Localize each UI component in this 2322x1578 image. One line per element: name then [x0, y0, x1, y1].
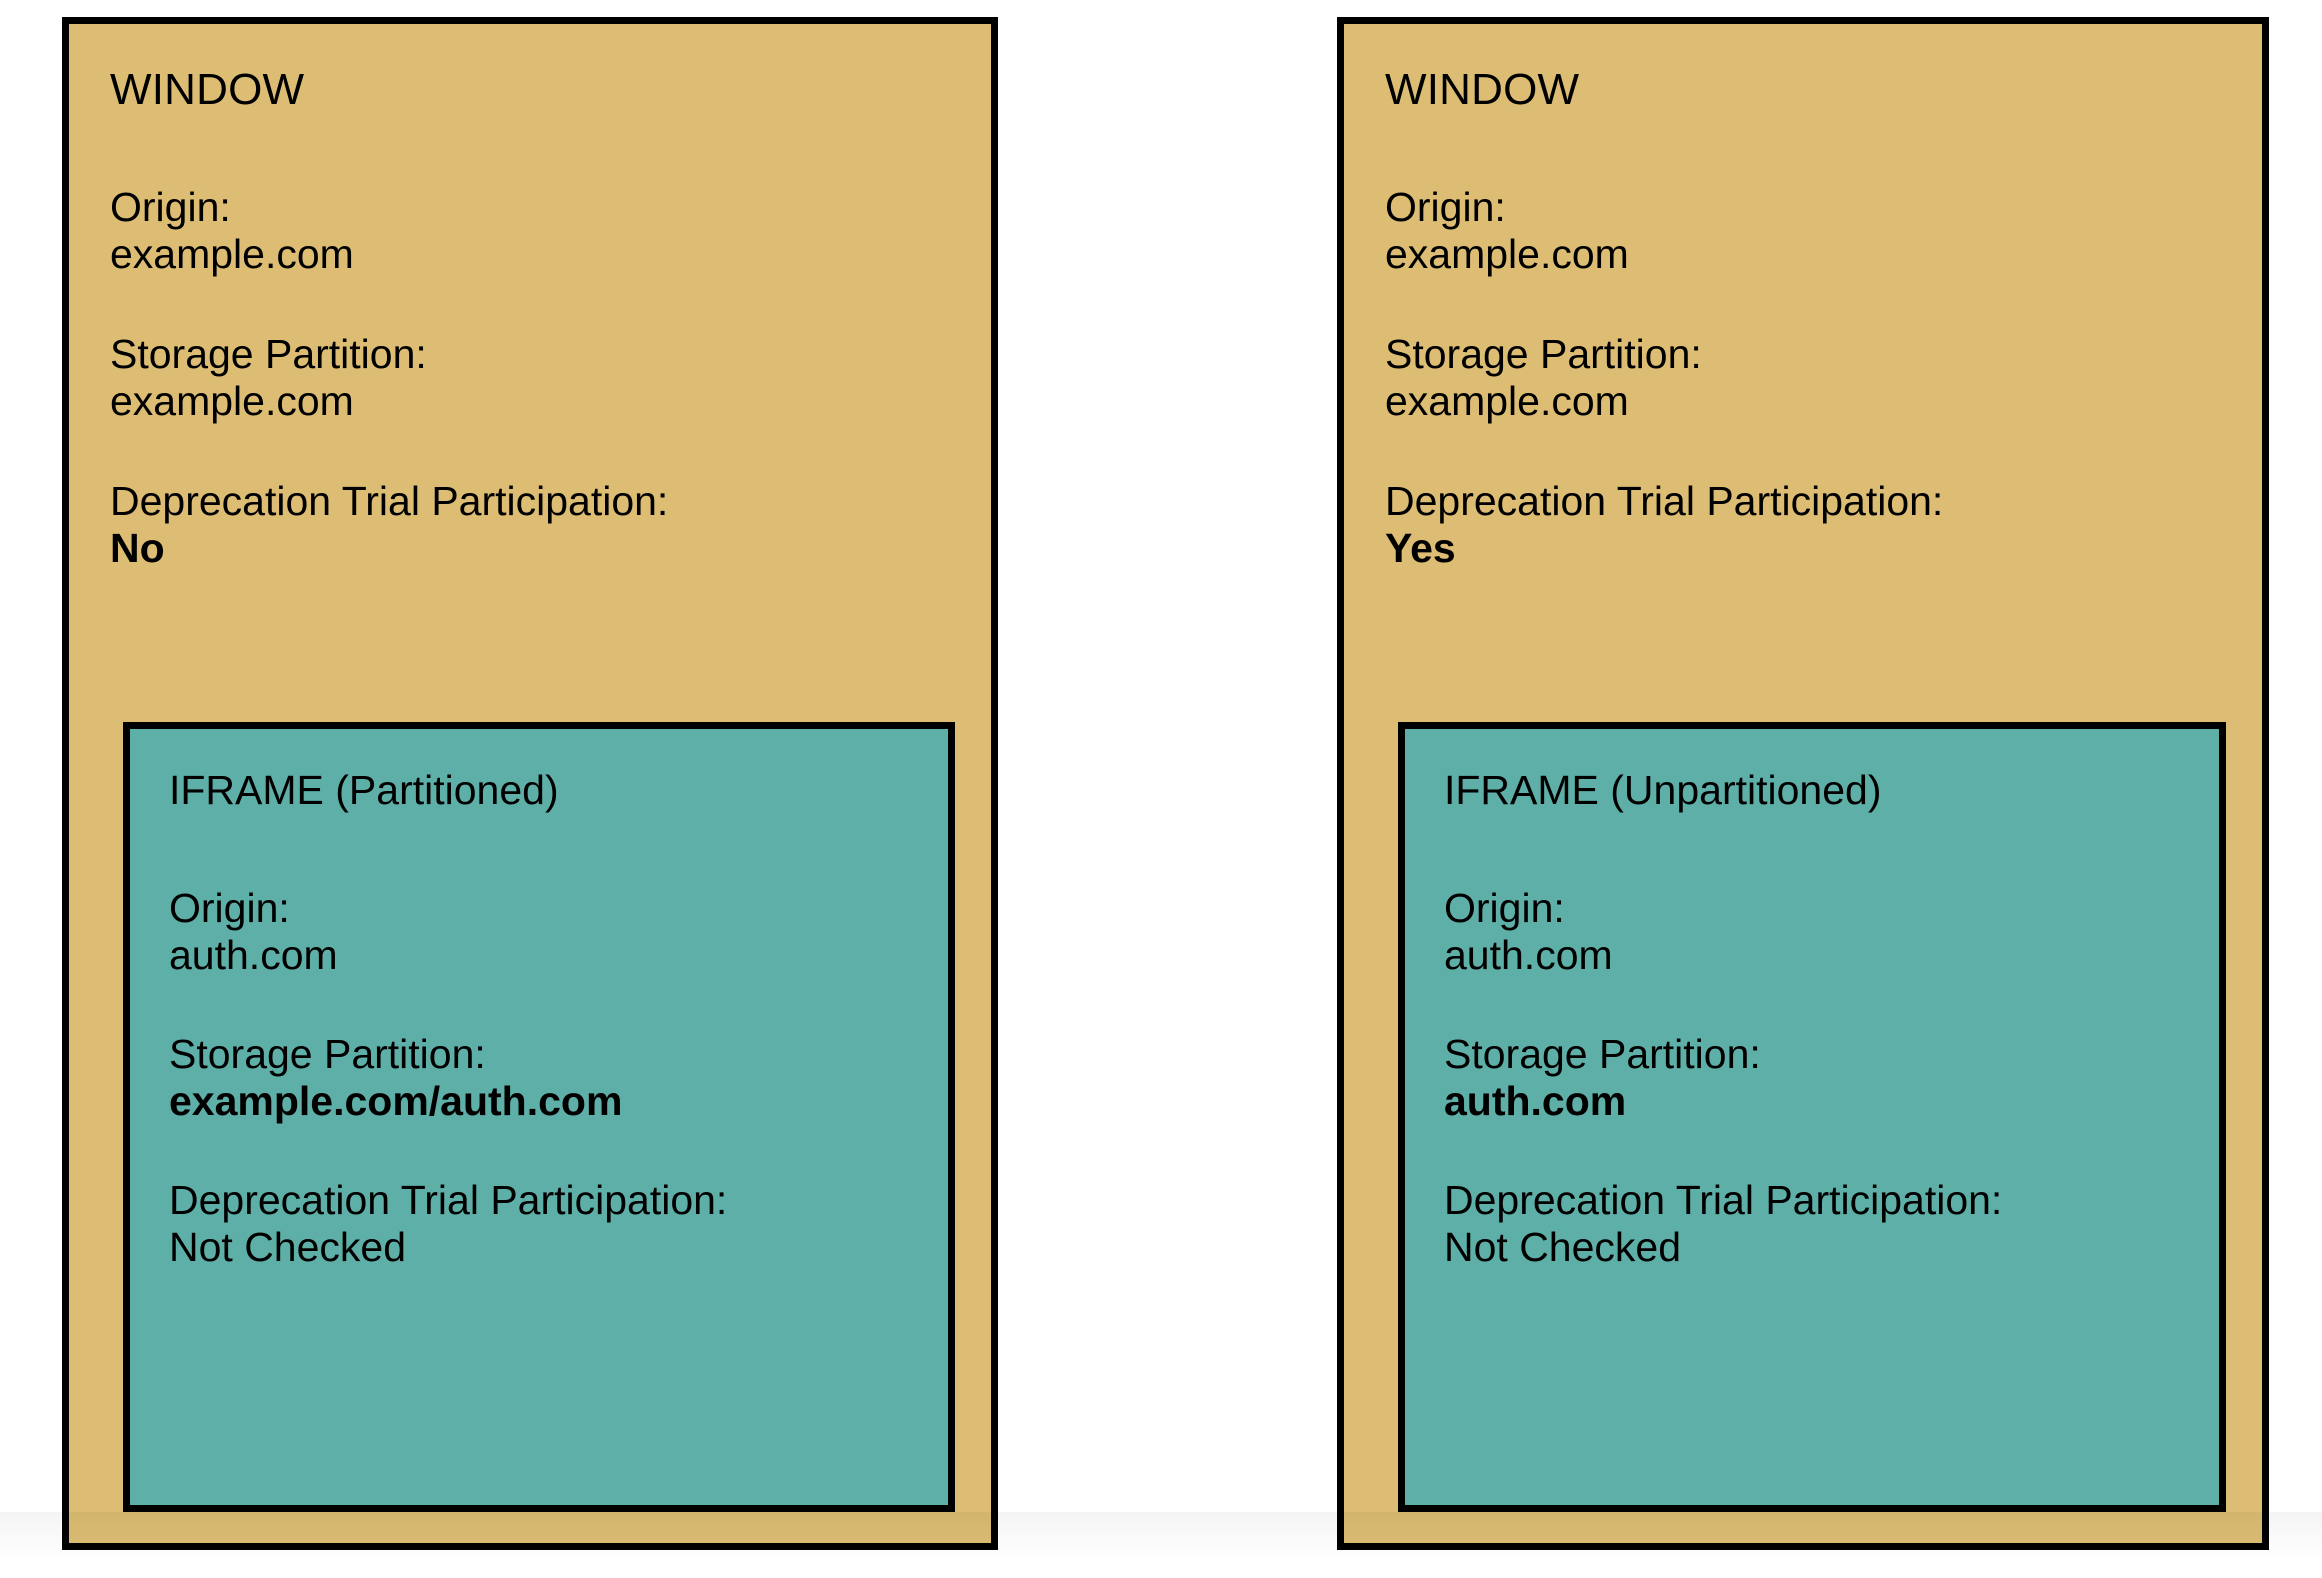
window-fields-right: Origin: example.com Storage Partition: e… — [1385, 184, 2245, 572]
field-value: auth.com — [1444, 932, 1613, 979]
iframe-box-right: IFRAME (Unpartitioned) Origin: auth.com … — [1398, 722, 2226, 1512]
field-label: Deprecation Trial Participation: — [1444, 1176, 2003, 1223]
field-value: Yes — [1385, 525, 1456, 572]
window-box-left: WINDOW Origin: example.com Storage Parti… — [62, 17, 998, 1550]
field-label: Storage Partition: — [169, 1030, 486, 1077]
window-field-origin-left: Origin: example.com — [110, 184, 970, 278]
field-value: example.com — [110, 231, 354, 278]
iframe-title-right: IFRAME (Unpartitioned) — [1444, 767, 1882, 813]
field-label: Origin: — [110, 184, 231, 230]
window-field-deprecation-trial-left: Deprecation Trial Participation: No — [110, 477, 970, 572]
field-label: Deprecation Trial Participation: — [169, 1176, 728, 1223]
iframe-field-origin-left: Origin: auth.com — [169, 885, 929, 979]
iframe-fields-right: Origin: auth.com Storage Partition: auth… — [1444, 885, 2204, 1325]
window-title-right: WINDOW — [1385, 65, 1580, 114]
window-field-deprecation-trial-right: Deprecation Trial Participation: Yes — [1385, 477, 2245, 572]
field-label: Origin: — [169, 885, 290, 931]
field-value: No — [110, 525, 165, 572]
field-label: Storage Partition: — [1385, 330, 1702, 377]
field-value: Not Checked — [1444, 1224, 1682, 1271]
iframe-field-origin-right: Origin: auth.com — [1444, 885, 2204, 979]
field-value: auth.com — [1444, 1078, 1627, 1125]
field-label: Origin: — [1385, 184, 1506, 230]
field-value: Not Checked — [169, 1224, 407, 1271]
iframe-field-deprecation-trial-right: Deprecation Trial Participation: Not Che… — [1444, 1176, 2204, 1271]
iframe-fields-left: Origin: auth.com Storage Partition: exam… — [169, 885, 929, 1325]
iframe-field-storage-partition-right: Storage Partition: auth.com — [1444, 1030, 2204, 1125]
field-value: example.com — [1385, 231, 1629, 278]
field-label: Storage Partition: — [110, 330, 427, 377]
window-box-right: WINDOW Origin: example.com Storage Parti… — [1337, 17, 2269, 1550]
field-value: example.com — [1385, 378, 1629, 425]
window-fields-left: Origin: example.com Storage Partition: e… — [110, 184, 970, 572]
field-label: Origin: — [1444, 885, 1565, 931]
field-label: Deprecation Trial Participation: — [1385, 477, 1944, 524]
iframe-field-deprecation-trial-left: Deprecation Trial Participation: Not Che… — [169, 1176, 929, 1271]
field-value: auth.com — [169, 932, 338, 979]
field-value: example.com — [110, 378, 354, 425]
iframe-box-left: IFRAME (Partitioned) Origin: auth.com St… — [123, 722, 955, 1512]
window-title-left: WINDOW — [110, 65, 305, 114]
window-field-storage-partition-right: Storage Partition: example.com — [1385, 330, 2245, 425]
field-label: Storage Partition: — [1444, 1030, 1761, 1077]
iframe-title-left: IFRAME (Partitioned) — [169, 767, 559, 813]
field-label: Deprecation Trial Participation: — [110, 477, 669, 524]
window-field-storage-partition-left: Storage Partition: example.com — [110, 330, 970, 425]
iframe-field-storage-partition-left: Storage Partition: example.com/auth.com — [169, 1030, 929, 1125]
window-field-origin-right: Origin: example.com — [1385, 184, 2245, 278]
field-value: example.com/auth.com — [169, 1078, 623, 1125]
